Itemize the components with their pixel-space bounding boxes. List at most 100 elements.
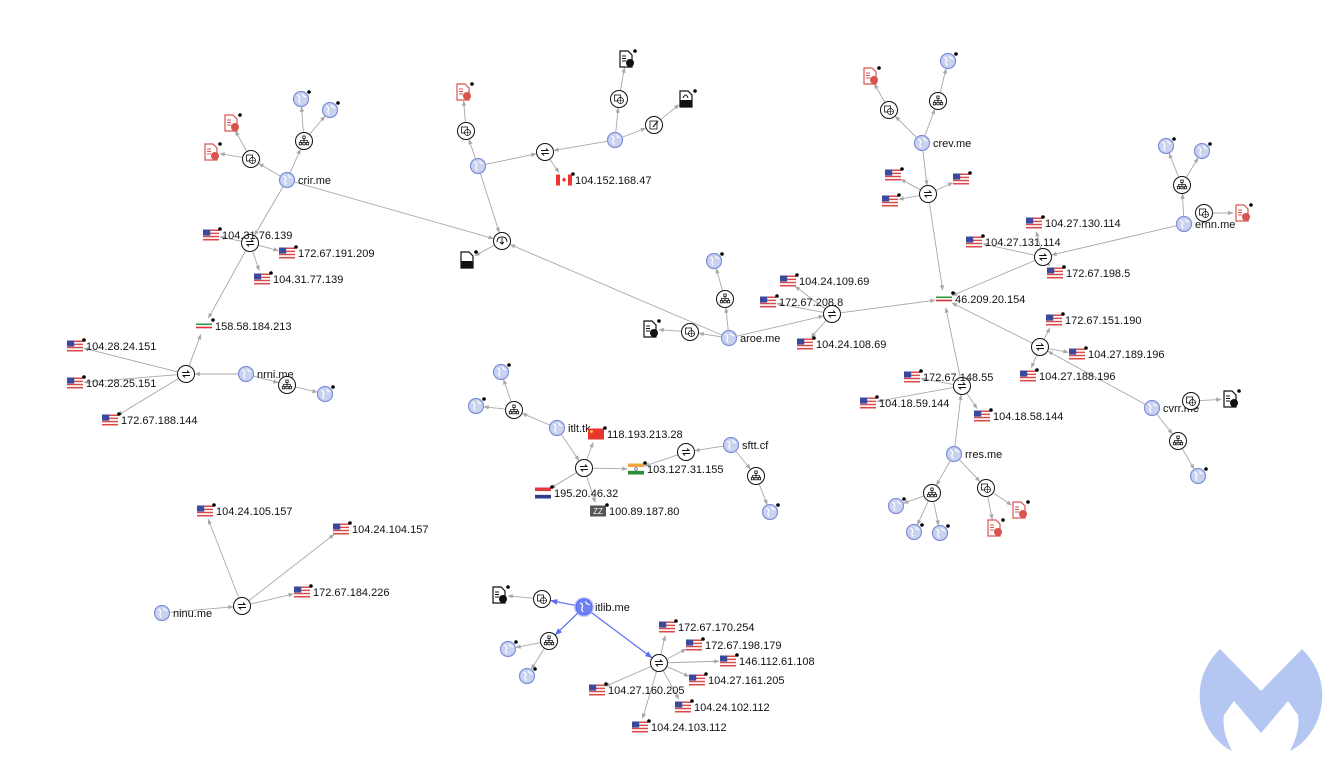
globe-icon[interactable] (321, 101, 340, 119)
website-node[interactable] (929, 92, 947, 110)
dns-lookup-node[interactable] (1195, 204, 1213, 222)
expand-dot[interactable] (294, 245, 298, 249)
ip-address-node[interactable]: 104.27.188.196 (1020, 368, 1115, 383)
expand-dot[interactable] (604, 682, 608, 686)
expand-dot[interactable] (1172, 137, 1176, 141)
globe-icon[interactable] (761, 503, 780, 521)
resolve-node[interactable] (1034, 248, 1052, 266)
expand-dot[interactable] (117, 412, 121, 416)
expand-dot[interactable] (693, 89, 697, 93)
website-node[interactable] (747, 467, 765, 485)
ip-address-node[interactable]: 172.67.198.179 (686, 637, 781, 652)
ip-address-node[interactable]: 104.27.131.114 (966, 234, 1061, 249)
ip-address-node[interactable]: 104.24.108.69 (797, 336, 886, 351)
ip-address-node[interactable]: 104.31.77.139 (254, 271, 343, 286)
ip-address-node[interactable]: 172.67.208.8 (760, 294, 843, 309)
file-icon[interactable] (492, 585, 510, 604)
website-node[interactable] (540, 632, 558, 650)
document-node[interactable] (645, 116, 663, 134)
globe-icon[interactable] (1193, 142, 1212, 160)
expand-dot[interactable] (674, 619, 678, 623)
ip-address-node[interactable]: 103.127.31.155 (628, 461, 723, 476)
expand-dot[interactable] (507, 363, 511, 367)
ip-address-node[interactable]: 172.67.148.55 (904, 369, 993, 384)
ip-address-node[interactable]: 104.31.76.139 (203, 227, 292, 242)
expand-dot[interactable] (470, 82, 474, 86)
resolve-node[interactable] (536, 143, 554, 161)
expand-dot[interactable] (218, 227, 222, 231)
expand-dot[interactable] (533, 667, 537, 671)
resolve-node[interactable] (953, 377, 971, 395)
globe-icon[interactable] (499, 640, 518, 658)
expand-dot[interactable] (812, 336, 816, 340)
website-node[interactable] (505, 401, 523, 419)
malicious-file-icon[interactable] (863, 66, 881, 85)
domain-node[interactable]: ninu.me (153, 604, 213, 622)
expand-dot[interactable] (482, 397, 486, 401)
expand-dot[interactable] (1035, 368, 1039, 372)
website-node[interactable] (295, 132, 313, 150)
expand-dot[interactable] (647, 719, 651, 723)
expand-dot[interactable] (775, 294, 779, 298)
expand-dot[interactable] (82, 375, 86, 379)
expand-dot[interactable] (776, 503, 780, 507)
ip-address-node[interactable] (953, 171, 972, 185)
ip-address-node[interactable]: 104.24.103.112 (632, 719, 727, 734)
globe-icon[interactable] (292, 90, 311, 108)
expand-dot[interactable] (902, 497, 906, 501)
expand-dot[interactable] (348, 521, 352, 525)
domain-node[interactable]: rres.me (945, 445, 1003, 463)
expand-dot[interactable] (919, 369, 923, 373)
expand-dot[interactable] (331, 385, 335, 389)
expand-dot[interactable] (946, 524, 950, 528)
domain-node[interactable]: crev.me (913, 134, 972, 152)
globe-icon[interactable] (316, 385, 335, 403)
expand-dot[interactable] (981, 234, 985, 238)
expand-dot[interactable] (605, 503, 609, 507)
expand-dot[interactable] (735, 653, 739, 657)
resolve-node[interactable] (650, 654, 668, 672)
expand-dot[interactable] (1204, 467, 1208, 471)
globe-icon[interactable] (887, 497, 906, 515)
dns-lookup-node[interactable] (681, 323, 699, 341)
expand-dot[interactable] (875, 395, 879, 399)
expand-dot[interactable] (701, 637, 705, 641)
globe-icon[interactable] (931, 524, 950, 542)
expand-dot[interactable] (238, 113, 242, 117)
ip-address-node[interactable]: 118.193.213.28 (588, 426, 683, 441)
domain-node-selected[interactable]: itlib.me (574, 597, 630, 617)
ip-address-node[interactable]: 172.67.188.144 (102, 412, 197, 427)
globe-icon[interactable] (705, 252, 724, 270)
expand-dot[interactable] (690, 699, 694, 703)
ip-address-node[interactable]: 195.20.46.32 (535, 485, 618, 500)
ip-address-node[interactable]: 46.209.20.154 (936, 291, 1025, 306)
dns-lookup-node[interactable] (977, 479, 995, 497)
domain-node[interactable]: sftt.cf (722, 436, 770, 454)
domain-node[interactable] (606, 131, 624, 149)
file-icon[interactable] (1223, 389, 1241, 408)
malicious-file-icon[interactable] (456, 82, 474, 101)
dns-lookup-node[interactable] (1182, 392, 1200, 410)
expand-dot[interactable] (951, 291, 955, 295)
expand-dot[interactable] (795, 273, 799, 277)
ip-address-node[interactable]: 172.67.198.5 (1047, 265, 1130, 280)
expand-dot[interactable] (336, 101, 340, 105)
resolve-node[interactable] (575, 459, 593, 477)
file-icon[interactable] (643, 319, 661, 338)
website-node[interactable] (1173, 176, 1191, 194)
website-node[interactable] (923, 484, 941, 502)
globe-icon[interactable] (1189, 467, 1208, 485)
malicious-file-icon[interactable] (204, 142, 222, 161)
expand-dot[interactable] (603, 426, 607, 430)
file-icon[interactable] (619, 49, 637, 68)
malicious-file-icon[interactable] (987, 518, 1005, 537)
ip-address-node[interactable]: 104.18.59.144 (860, 395, 949, 410)
domain-node[interactable]: ernn.me (1175, 215, 1236, 233)
resolve-node[interactable] (919, 185, 937, 203)
expand-dot[interactable] (968, 171, 972, 175)
globe-icon[interactable] (467, 397, 486, 415)
domain-node[interactable]: itlt.tk (548, 419, 592, 437)
ip-address-node[interactable]: 104.24.109.69 (780, 273, 869, 288)
ip-address-node[interactable]: 104.28.24.151 (67, 338, 156, 353)
